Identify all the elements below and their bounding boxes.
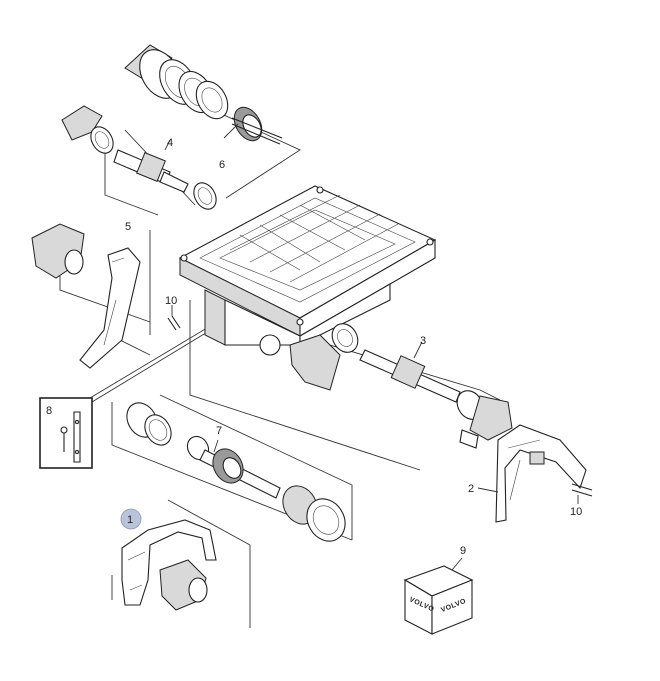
part-3-shaft-assembly [289, 323, 513, 449]
part-2-shift-fork [477, 424, 587, 523]
callout-7[interactable]: 7 [216, 425, 222, 437]
callout-6[interactable]: 6 [219, 159, 225, 171]
callout-1-highlight [120, 508, 142, 530]
callout-8[interactable]: 8 [46, 405, 52, 417]
callout-5[interactable]: 5 [125, 221, 131, 233]
callout-10-left[interactable]: 10 [165, 295, 177, 307]
callout-2[interactable]: 2 [468, 483, 474, 495]
part-1-shift-fork [121, 519, 217, 611]
callout-10-right[interactable]: 10 [570, 506, 582, 518]
callouts: 1 2 3 4 5 6 7 8 9 10 10 [46, 137, 582, 557]
part-6-synchro-pack [124, 44, 283, 145]
callout-9[interactable]: 9 [460, 545, 466, 557]
callout-1[interactable]: 1 [127, 514, 133, 526]
callout-3[interactable]: 3 [420, 335, 426, 347]
part-9-volvo-box: VOLVO VOLVO [403, 557, 474, 635]
valve-housing [178, 185, 437, 356]
callout-4[interactable]: 4 [167, 137, 173, 149]
part-5-shift-fork [31, 223, 141, 369]
part-10-pin-left [167, 305, 181, 331]
part-4-shaft [61, 105, 217, 210]
part-10-pin-right [571, 483, 593, 504]
part-7-shaft [126, 402, 346, 542]
part-8-inset [39, 397, 93, 469]
